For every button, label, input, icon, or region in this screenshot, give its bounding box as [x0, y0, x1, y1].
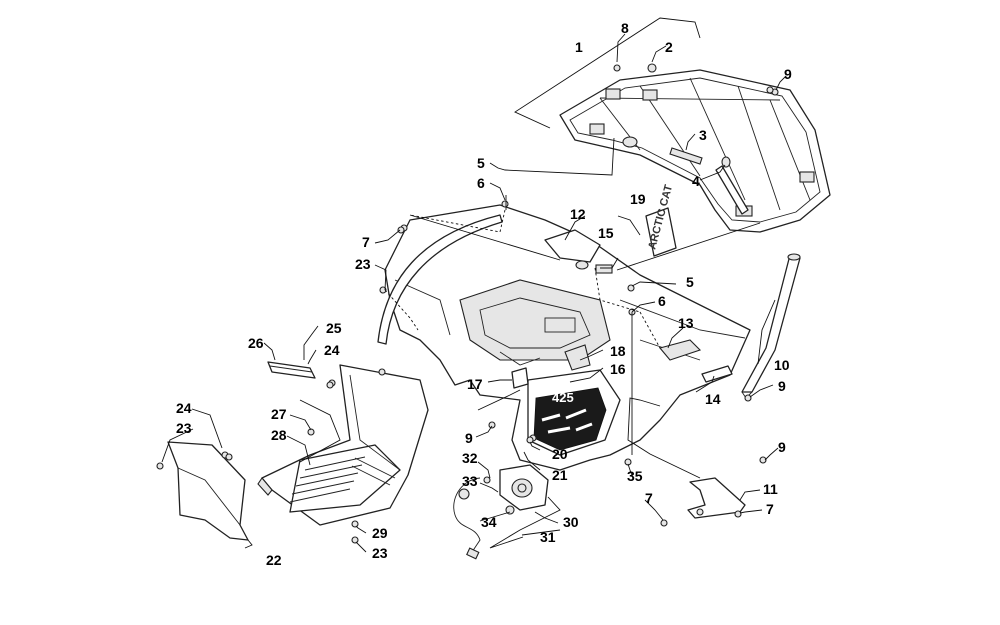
rear-rack	[514, 17, 831, 233]
callout-35: 35	[627, 468, 643, 484]
callout-15: 15	[598, 225, 614, 241]
rear-fender: 425	[384, 204, 751, 471]
callout-18: 18	[610, 343, 626, 359]
callout-32: 32	[462, 450, 478, 466]
callout-27: 27	[271, 406, 287, 422]
callout-8: 8	[621, 20, 629, 36]
callout-2: 2	[665, 39, 673, 55]
callout-17: 17	[467, 376, 483, 392]
callout-29: 29	[372, 525, 388, 541]
callout-30: 30	[563, 514, 579, 530]
callout-13: 13	[678, 315, 694, 331]
callout-7c: 7	[766, 501, 774, 517]
callout-5b: 5	[686, 274, 694, 290]
callout-11: 11	[763, 481, 778, 497]
decal-model-text: 425	[552, 390, 574, 405]
callout-33: 33	[462, 473, 478, 489]
callout-21: 21	[552, 467, 568, 483]
callout-9c: 9	[465, 430, 473, 446]
callout-12: 12	[570, 206, 586, 222]
callout-20: 20	[552, 446, 568, 462]
taillight	[453, 464, 549, 560]
heel-guard	[267, 361, 316, 379]
footwell	[257, 364, 429, 526]
callout-9d: 9	[778, 439, 786, 455]
callout-23c: 23	[372, 545, 388, 561]
callout-22: 22	[266, 552, 282, 568]
callout-6a: 6	[477, 175, 485, 191]
decal-arctic-cat: ARCTIC CAT	[645, 183, 677, 257]
callout-25: 25	[326, 320, 342, 336]
callout-24b: 24	[176, 400, 192, 416]
callout-34: 34	[481, 514, 497, 530]
callout-labels: 1 2 3 4 5 5 6 6 7 7 7 8 9 9 9 9 10 11 12…	[176, 20, 792, 568]
mud-guard-curve	[377, 214, 503, 345]
callout-23b: 23	[176, 420, 192, 436]
callout-14: 14	[705, 391, 721, 407]
support-bar	[741, 253, 801, 399]
callout-1: 1	[575, 39, 583, 55]
side-panel	[167, 441, 249, 541]
callout-31: 31	[540, 529, 556, 545]
callout-5a: 5	[477, 155, 485, 171]
callout-26: 26	[248, 335, 264, 351]
callout-9a: 9	[784, 66, 792, 82]
callout-7a: 7	[362, 234, 370, 250]
leader-lines	[161, 33, 787, 553]
callout-24a: 24	[324, 342, 340, 358]
hardware	[156, 63, 779, 544]
callout-10: 10	[774, 357, 790, 373]
callout-7b: 7	[645, 490, 653, 506]
callout-6b: 6	[658, 293, 666, 309]
bracket	[687, 477, 746, 519]
callout-28: 28	[271, 427, 287, 443]
callout-16: 16	[610, 361, 626, 377]
callout-9b: 9	[778, 378, 786, 394]
callout-23a: 23	[355, 256, 371, 272]
callout-19: 19	[630, 191, 646, 207]
callout-4: 4	[692, 173, 700, 189]
callout-3: 3	[699, 127, 707, 143]
footwell-grip-pattern	[289, 456, 396, 503]
